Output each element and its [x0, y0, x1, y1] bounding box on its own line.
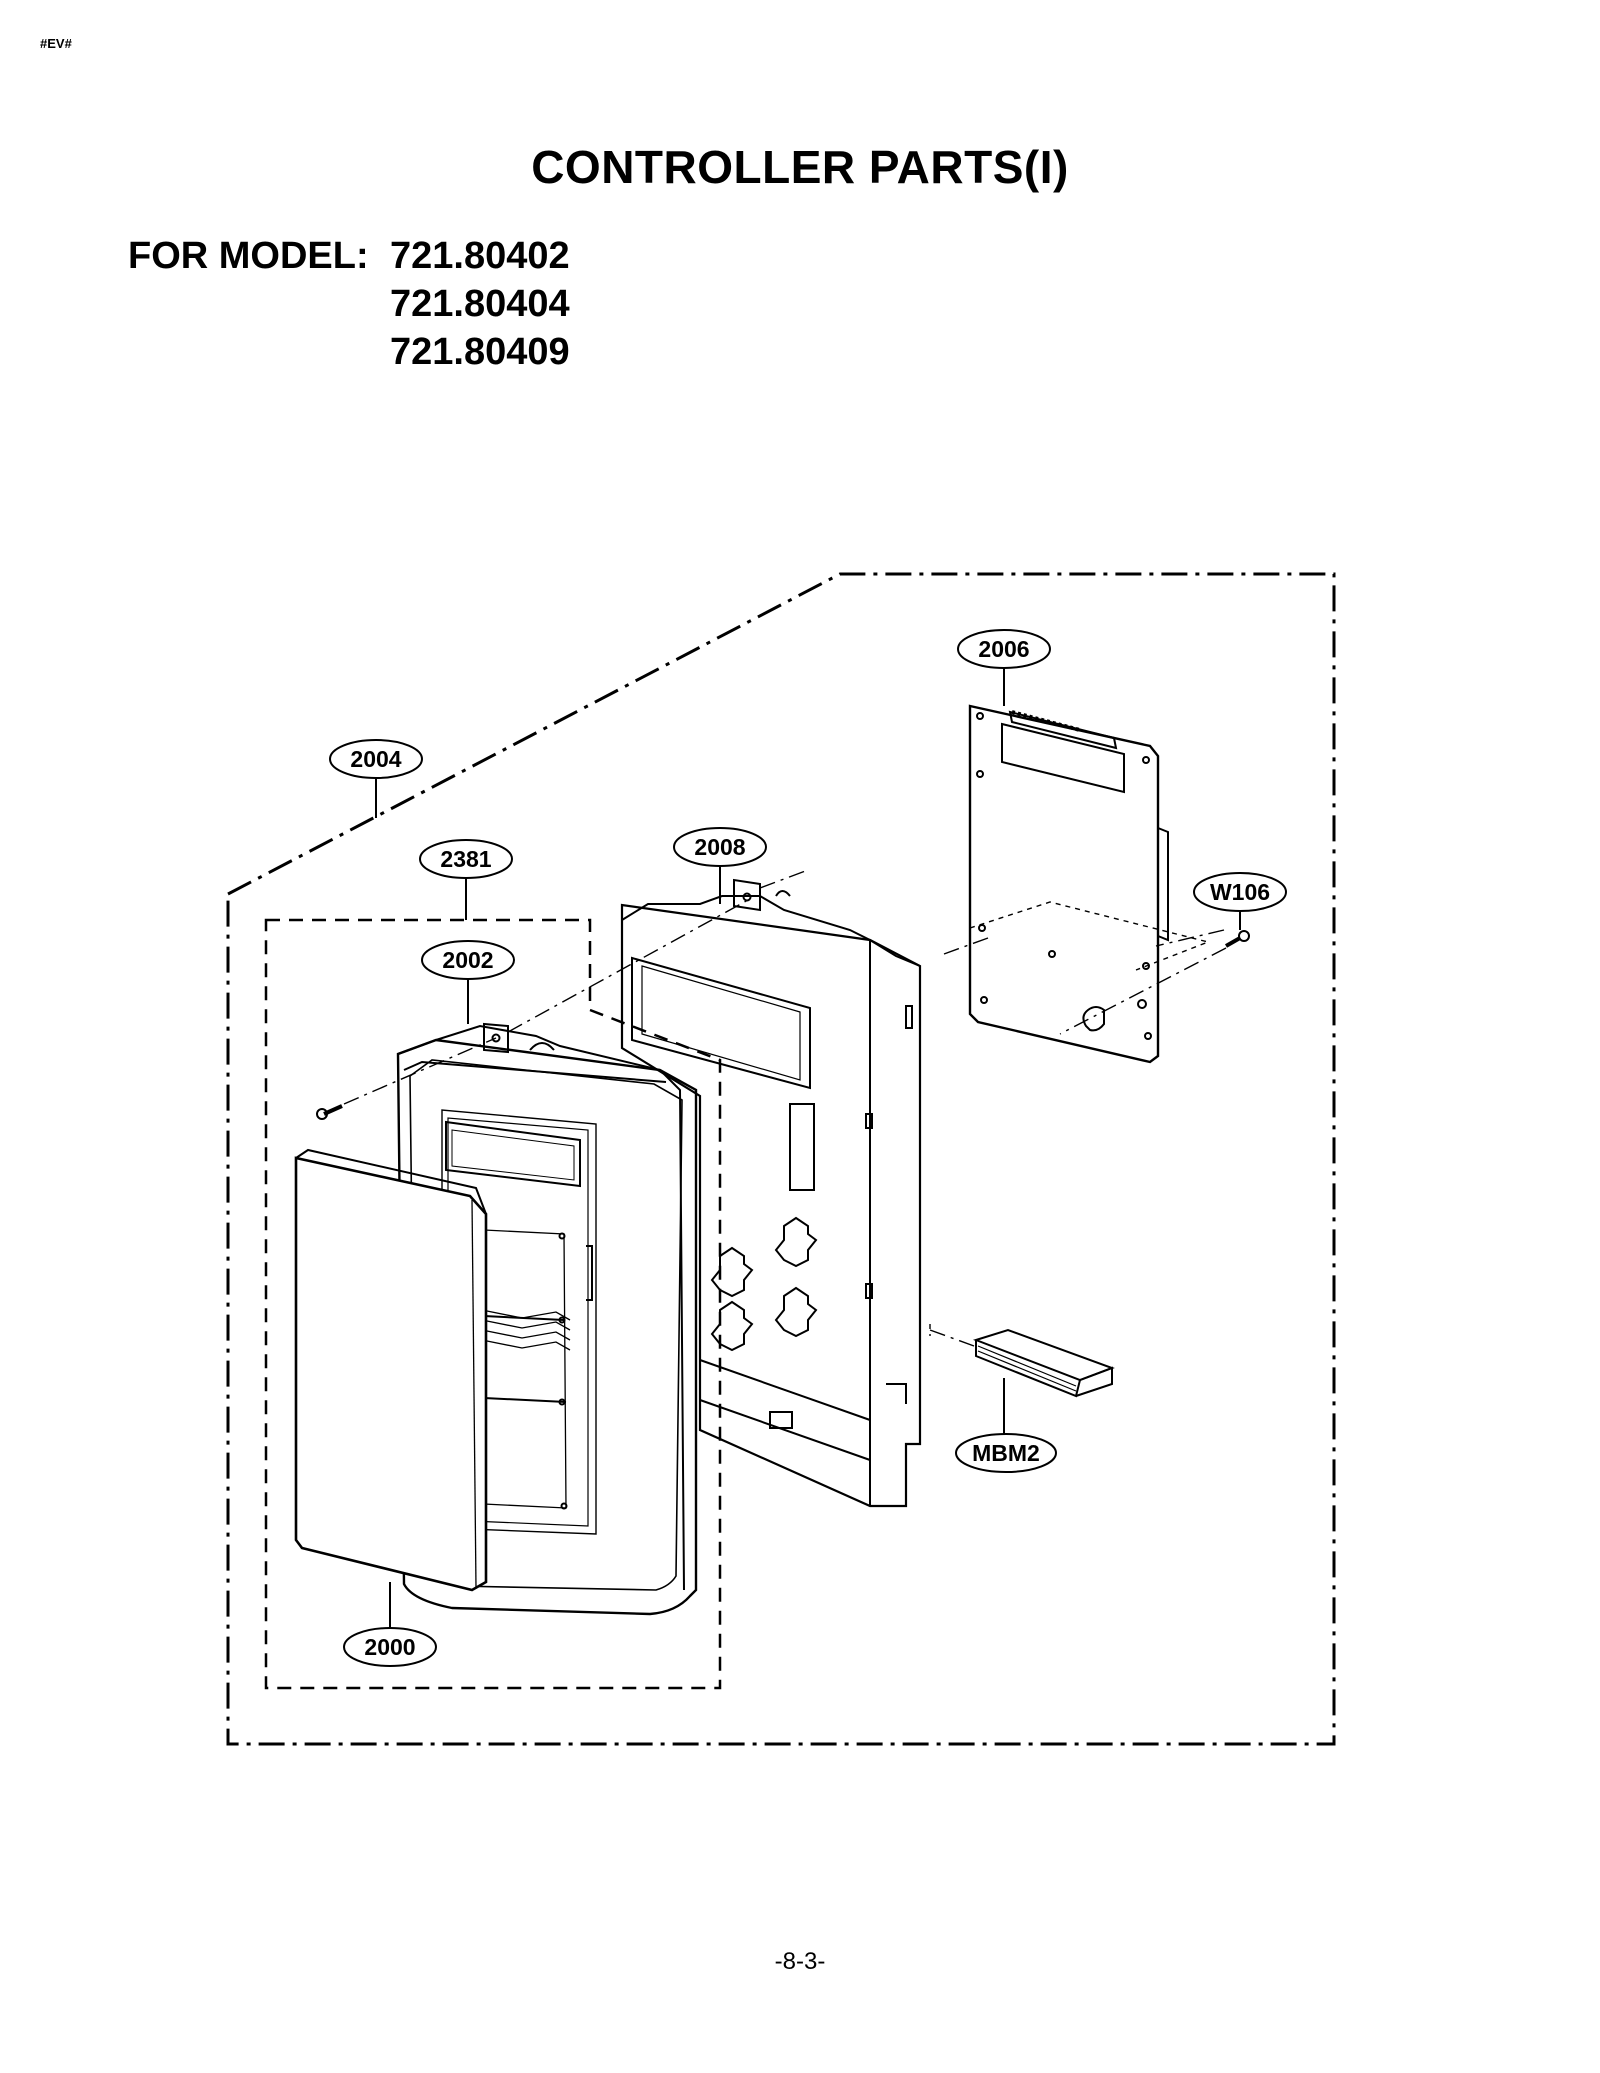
callout-label: 2004: [350, 746, 401, 772]
callouts: 2006 2004 2008 2381 2002 W106 MBM2 2000: [329, 629, 1287, 1667]
model-list: FOR MODEL: 721.80402 721.80404 721.80409: [128, 232, 570, 376]
pcb-hidden-lines: [929, 901, 1211, 1336]
callout-label: W106: [1210, 879, 1270, 905]
page-number: -8-3-: [774, 1948, 826, 1975]
callout-label: 2006: [978, 636, 1029, 662]
assembly-boundary-2004: [226, 572, 1336, 1746]
callout-MBM2: MBM2: [955, 1433, 1057, 1473]
screw-w106: [1225, 930, 1250, 948]
model-row: 721.80409: [128, 328, 570, 376]
model-number: 721.80409: [390, 331, 570, 373]
callout-label: 2002: [442, 947, 493, 973]
callout-2006: 2006: [957, 629, 1051, 669]
model-row: 721.80404: [128, 280, 570, 328]
pcb-board-2006: [968, 704, 1169, 1064]
callout-label: 2000: [364, 1634, 415, 1660]
callout-label: MBM2: [972, 1440, 1040, 1466]
part-mbm2: [972, 1328, 1115, 1398]
assembly-lines: [343, 869, 1227, 1347]
model-number: 721.80402: [390, 235, 570, 277]
subassembly-boundary-2381: [264, 918, 722, 1690]
front-panel-2000: [294, 1148, 488, 1592]
callout-2000: 2000: [343, 1627, 437, 1667]
model-label: FOR MODEL:: [128, 235, 369, 277]
callout-2381: 2381: [419, 839, 513, 879]
callout-2002: 2002: [421, 940, 515, 980]
corner-tag: #EV#: [40, 36, 72, 51]
screw-panel: [316, 1104, 343, 1120]
model-number: 721.80404: [390, 283, 570, 325]
callout-2004: 2004: [329, 739, 423, 779]
callout-2008: 2008: [673, 827, 767, 867]
callout-leaders: [375, 668, 1241, 1628]
key-contact-clips: [710, 1216, 818, 1352]
callout-label: 2008: [694, 834, 745, 860]
callout-W106: W106: [1193, 872, 1287, 912]
page-title: CONTROLLER PARTS(I): [531, 141, 1069, 193]
model-row: FOR MODEL: 721.80402: [128, 232, 570, 280]
controller-frame-2008: [620, 878, 922, 1508]
callout-label: 2381: [440, 846, 491, 872]
